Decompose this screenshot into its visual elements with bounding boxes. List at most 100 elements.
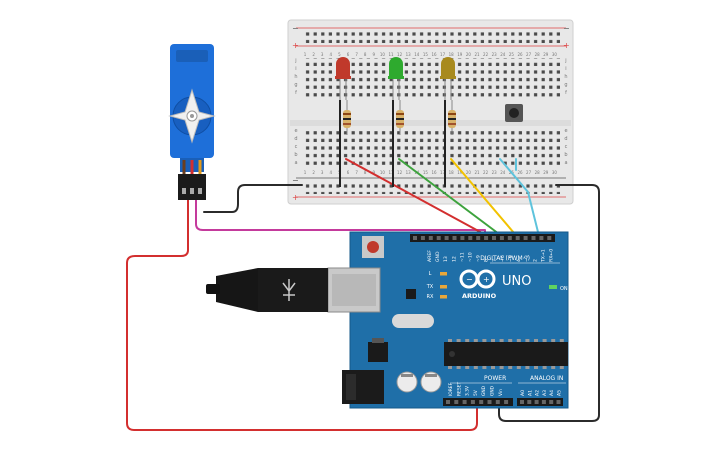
column-label-bottom: 20: [466, 170, 472, 175]
power-led: [549, 285, 557, 289]
status-led: [440, 272, 447, 276]
column-label-top: 23: [492, 52, 498, 57]
rail-minus-label-tl: −: [292, 24, 299, 33]
column-label-top: 5: [338, 52, 341, 57]
yellow-led[interactable]: [440, 57, 456, 100]
wire-red-led[interactable]: [345, 158, 496, 241]
power-jack[interactable]: [342, 370, 384, 404]
column-label-top: 11: [388, 52, 394, 57]
column-label-bottom: 3: [321, 170, 324, 175]
wire-yellow-led[interactable]: [450, 158, 521, 241]
power-pin-label: Vin: [498, 389, 504, 396]
usb-port[interactable]: [327, 267, 381, 313]
column-label-bottom: 30: [552, 170, 558, 175]
wire-gnd-rail-to-arduino[interactable]: [498, 184, 600, 422]
digital-pin-label: GND: [435, 251, 441, 262]
status-led-label: TX: [426, 284, 434, 290]
usb-cable: [206, 268, 328, 312]
column-label-top: 6: [347, 52, 350, 57]
column-label-bottom: 6: [347, 170, 350, 175]
row-label: j: [294, 58, 296, 64]
column-label-bottom: 22: [483, 170, 489, 175]
column-label-bottom: 4: [330, 170, 333, 175]
wire-gnd-servo-to-rail[interactable]: [203, 184, 303, 213]
red-led[interactable]: [335, 57, 351, 100]
column-label-bottom: 24: [500, 170, 506, 175]
usb-icon: [282, 279, 296, 301]
power-pin-label: IOREF: [448, 382, 454, 396]
top-power-rail[interactable]: [302, 31, 560, 43]
row-label: f: [565, 90, 567, 96]
row-label: f: [295, 90, 297, 96]
row-label: c: [565, 144, 568, 150]
wire-5v-to-servo[interactable]: [126, 199, 478, 431]
column-label-top: 4: [330, 52, 333, 57]
column-label-bottom: 12: [397, 170, 403, 175]
digital-header[interactable]: [410, 234, 555, 242]
power-header[interactable]: [443, 398, 513, 406]
resistor-2[interactable]: [396, 100, 404, 135]
wire-servo-signal[interactable]: [195, 199, 486, 241]
column-label-top: 26: [517, 52, 523, 57]
column-label-bottom: 10: [380, 170, 386, 175]
digital-pin-label: 13: [443, 256, 449, 262]
usb-chip: [406, 289, 416, 299]
wires: [126, 158, 600, 431]
resistor-3[interactable]: [448, 100, 456, 135]
column-label-bottom: 28: [535, 170, 541, 175]
digital-pin-label: 8: [484, 259, 490, 262]
column-label-top: 3: [321, 52, 324, 57]
column-label-bottom: 17: [440, 170, 446, 175]
analog-pin-label: A5: [557, 390, 563, 396]
column-label-top: 29: [543, 52, 549, 57]
power-pin-label: GND: [481, 385, 487, 396]
analog-pin-label: A4: [549, 390, 555, 396]
column-label-bottom: 19: [457, 170, 463, 175]
row-label: g: [564, 82, 567, 88]
row-label: d: [294, 136, 297, 142]
column-label-top: 10: [380, 52, 386, 57]
row-label: a: [564, 160, 567, 166]
column-label-top: 2: [312, 52, 315, 57]
column-label-top: 7: [355, 52, 358, 57]
status-led: [440, 295, 447, 299]
column-label-bottom: 23: [492, 170, 498, 175]
wire-green-led[interactable]: [398, 158, 508, 241]
servo-connector[interactable]: [178, 174, 206, 200]
column-label-bottom: 7: [355, 170, 358, 175]
servo-motor[interactable]: [168, 44, 216, 200]
column-label-top: 9: [373, 52, 376, 57]
green-led[interactable]: [388, 57, 404, 100]
power-pin-label: 3.3V: [465, 386, 471, 396]
column-label-top: 30: [552, 52, 558, 57]
power-pin-label: 5V: [473, 390, 479, 396]
analog-header[interactable]: [517, 398, 563, 406]
status-led: [440, 285, 447, 289]
row-label: c: [295, 144, 298, 150]
resistor-1[interactable]: [343, 100, 351, 135]
column-label-top: 18: [449, 52, 455, 57]
column-label-bottom: 9: [373, 170, 376, 175]
pushbutton[interactable]: [505, 104, 523, 122]
analog-pin-label: A2: [535, 390, 541, 396]
wire-button[interactable]: [499, 158, 541, 241]
column-label-top: 13: [406, 52, 412, 57]
reset-button[interactable]: [362, 236, 384, 258]
column-label-top: 20: [466, 52, 472, 57]
breadboard[interactable]: − + − + − + 1122334455667788991010111112…: [287, 19, 574, 205]
analog-pin-label: A3: [542, 390, 548, 396]
analog-pin-label: A0: [520, 390, 526, 396]
analog-pin-label: A1: [527, 390, 533, 396]
column-label-top: 19: [457, 52, 463, 57]
digital-pwm-label: DIGITAL (PWM~): [480, 255, 530, 262]
bottom-power-rail[interactable]: [302, 181, 560, 194]
digital-pin-label: 12: [451, 256, 457, 262]
power-pin-label: GND: [490, 385, 496, 396]
column-label-bottom: 26: [517, 170, 523, 175]
header-pins: [413, 236, 561, 404]
